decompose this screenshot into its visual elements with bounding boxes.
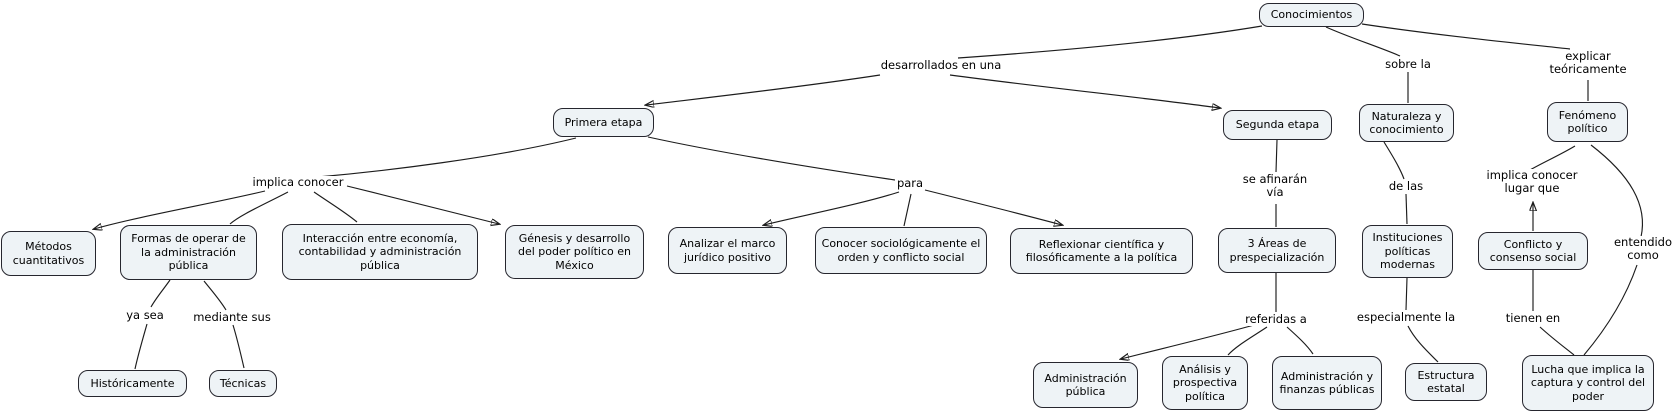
concept-node-conocimientos[interactable]: Conocimientos [1259,3,1364,27]
concept-node-metodos-cuantitativos[interactable]: Métodos cuantitativos [1,231,96,276]
link-line [94,190,266,229]
concept-node-estructura-estatal[interactable]: Estructura estatal [1405,363,1487,401]
link-label-sobre-la[interactable]: sobre la [1383,57,1433,72]
link-label-implica-conocer-lugar-que[interactable]: implica conocer lugar que [1479,168,1585,196]
concept-node-reflexionar-politica[interactable]: Reflexionar científica y filosóficamente… [1010,228,1193,274]
link-label-explicar-teoricamente[interactable]: explicar teóricamente [1540,49,1636,77]
link-line [203,280,227,311]
link-line [229,191,289,225]
concept-node-formas-de-operar[interactable]: Formas de operar de la administración pú… [120,225,257,280]
link-label-de-las[interactable]: de las [1386,179,1426,194]
link-label-ya-sea[interactable]: ya sea [124,308,166,323]
link-line [1539,326,1575,356]
concept-node-analisis-prospectiva[interactable]: Análisis y prospectiva política [1162,356,1248,410]
link-label-entendido-como[interactable]: entendido como [1606,235,1676,263]
concept-node-label: Analizar el marco jurídico positivo [679,237,776,264]
link-line [1383,141,1405,180]
concept-node-administracion-finanzas[interactable]: Administración y finanzas públicas [1272,356,1382,410]
link-line [150,279,171,308]
link-line [957,25,1263,59]
link-line [1325,26,1401,57]
concept-node-label: Métodos cuantitativos [12,240,85,267]
concept-node-administracion-publica[interactable]: Administración pública [1033,362,1138,408]
link-line [903,193,912,227]
concept-node-lucha-poder[interactable]: Lucha que implica la captura y control d… [1522,355,1654,411]
concept-node-label: Conocer sociológicamente el orden y conf… [821,237,981,264]
link-line [134,323,148,370]
concept-node-instituciones-politicas[interactable]: Instituciones políticas modernas [1362,225,1453,278]
link-line [313,191,358,223]
concept-node-segunda-etapa[interactable]: Segunda etapa [1223,110,1332,140]
concept-node-label: Fenómeno político [1558,108,1617,135]
concept-node-label: Administración y finanzas públicas [1279,369,1375,396]
concept-node-label: Conflicto y consenso social [1489,237,1577,264]
concept-node-label: 3 Áreas de prespecialización [1229,237,1325,264]
link-line [1590,144,1643,238]
link-label-tienen-en[interactable]: tienen en [1503,311,1563,326]
concept-node-label: Administración pública [1044,371,1127,398]
link-label-desarrollados-en-una[interactable]: desarrollados en una [878,58,1004,73]
concept-node-label: Naturaleza y conocimiento [1369,109,1444,136]
link-line [646,74,881,105]
link-label-especialmente-la[interactable]: especialmente la [1354,310,1458,325]
link-line [232,324,245,369]
link-line [1227,326,1268,356]
concept-node-label: Históricamente [90,376,175,390]
concept-node-areas-prespecializacion[interactable]: 3 Áreas de prespecialización [1218,228,1336,273]
link-line [1405,277,1408,311]
concept-node-historicamente[interactable]: Históricamente [78,370,187,397]
concept-node-label: Reflexionar científica y filosóficamente… [1025,237,1178,264]
concept-node-label: Lucha que implica la captura y control d… [1530,362,1646,403]
concept-node-label: Primera etapa [564,115,643,129]
concept-node-label: Conocimientos [1270,8,1353,22]
concept-node-interaccion-economia[interactable]: Interacción entre economía, contabilidad… [282,224,478,280]
link-line [1286,326,1314,355]
link-line [764,191,900,225]
link-line [346,185,499,224]
concept-node-fenomeno-politico[interactable]: Fenómeno político [1547,102,1628,142]
concept-node-label: Formas de operar de la administración pú… [131,232,246,273]
concept-node-label: Instituciones políticas modernas [1372,231,1443,272]
link-line [924,189,1062,225]
concept-node-label: Interacción entre economía, contabilidad… [298,231,462,272]
link-line [317,137,577,178]
concept-node-genesis-poder[interactable]: Génesis y desarrollo del poder político … [505,225,644,279]
link-line [1121,324,1255,359]
link-line [1405,193,1408,225]
concept-node-tecnicas[interactable]: Técnicas [209,370,277,397]
concept-node-label: Estructura estatal [1417,368,1475,395]
link-line [949,74,1220,108]
concept-node-naturaleza[interactable]: Naturaleza y conocimiento [1359,104,1454,142]
link-line [1361,23,1571,50]
concept-node-label: Análisis y prospectiva política [1172,362,1238,403]
concept-node-label: Génesis y desarrollo del poder político … [518,231,631,272]
concept-node-conocer-sociologicamente[interactable]: Conocer sociológicamente el orden y conf… [815,227,987,274]
concept-node-conflicto-consenso[interactable]: Conflicto y consenso social [1478,232,1588,270]
link-line [647,136,896,181]
link-label-mediante-sus[interactable]: mediante sus [191,310,273,325]
link-label-referidas-a[interactable]: referidas a [1243,312,1309,327]
link-label-para[interactable]: para [894,176,926,191]
concept-node-analizar-marco[interactable]: Analizar el marco jurídico positivo [668,227,787,274]
link-line [1529,145,1576,171]
concept-node-label: Técnicas [219,376,267,390]
link-label-implica-conocer[interactable]: implica conocer [250,175,346,190]
link-line [1407,325,1439,363]
concept-node-primera-etapa[interactable]: Primera etapa [553,108,654,137]
concept-node-label: Segunda etapa [1235,118,1320,132]
link-line [1275,139,1278,173]
link-line [1583,264,1638,356]
link-label-se-afinaran-via[interactable]: se afinarán vía [1237,172,1313,200]
